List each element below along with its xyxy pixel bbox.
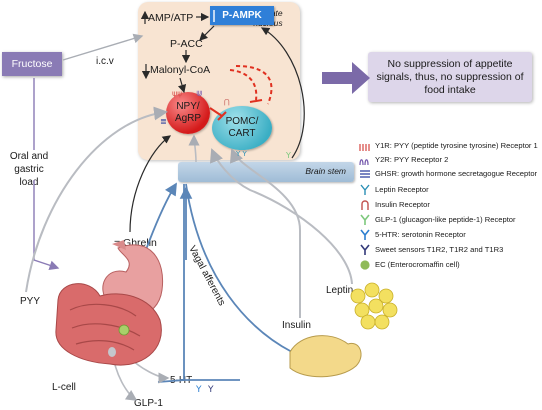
p-acc-label: P-ACC — [170, 38, 203, 50]
svg-text:≣: ≣ — [160, 117, 167, 126]
legend-item-leptin: Leptin Receptor — [358, 184, 429, 196]
icv-arrow — [62, 33, 144, 61]
svg-text:Y Y: Y Y — [235, 150, 248, 158]
legend-text-y1r: Y1R: PYY (peptide tyrosine tyrosine) Rec… — [375, 141, 538, 150]
svg-text:⋓: ⋓ — [196, 89, 203, 98]
leptin-arrow — [209, 148, 353, 285]
amp-atp-label: AMP/ATP — [148, 12, 194, 24]
inhibit-to-npy-dashed-2 — [235, 65, 273, 105]
y2r-receptor-icon — [359, 159, 369, 166]
svg-text:ψψ: ψψ — [172, 89, 183, 98]
pyy-label: PYY — [20, 296, 41, 307]
fructose-box: Fructose — [2, 52, 62, 76]
p-ampk-box: P-AMPK — [210, 6, 274, 25]
npy-to-pomc-inhibit — [209, 107, 223, 117]
oral-gastric-load-label: Oral and gastric load — [9, 151, 49, 188]
malonyl-coa-label: Malonyl-CoA — [150, 64, 211, 76]
icv-label: i.c.v — [96, 56, 114, 67]
receptor-glyphs: ψψ ≣ ⋓ ⋂ Y Y Y Y Y — [160, 89, 291, 395]
brainstem-to-pampk-arrow — [260, 27, 305, 159]
legend-item-5htr: 5-HTR: serotonin Receptor — [358, 229, 466, 241]
vagal-afferent-line-2 — [185, 183, 293, 353]
leptin-label: Leptin — [326, 285, 354, 296]
legend-item-insulin: Insulin Receptor — [358, 199, 430, 211]
svg-text:Y: Y — [195, 385, 202, 395]
legend-item-ec: EC (Enterocromaffin cell) — [358, 259, 460, 271]
legend-item-y2r: Y2R: PYY Receptor 2 — [358, 154, 448, 166]
outcome-box: No suppression of appetite signals, thus… — [368, 52, 532, 102]
legend-item-glp1: GLP-1 (glucagon-like peptide-1) Receptor — [358, 214, 516, 226]
y1r-receptor-icon — [359, 144, 370, 151]
leptin-receptor-icon — [360, 184, 370, 195]
malonyl-to-npy-arrow — [177, 77, 187, 94]
npy-agrp-label: NPY/ AgRP — [174, 101, 202, 124]
legend-text-ec: EC (Enterocromaffin cell) — [375, 260, 460, 269]
brain-stem-label: Brain stem — [305, 166, 346, 176]
ghsr-receptor-icon — [360, 170, 370, 178]
outcome-text: No suppression of appetite signals, thus… — [376, 57, 524, 96]
legend-text-sweet-sensors: Sweet sensors T1R2, T1R2 and T1R3 — [375, 245, 504, 254]
pancreas-icon — [289, 335, 362, 378]
legend-item-sweet-sensors: Sweet sensors T1R2, T1R2 and T1R3 — [358, 244, 503, 256]
legend-text-5htr: 5-HTR: serotonin Receptor — [375, 230, 466, 239]
svg-text:⋂: ⋂ — [224, 98, 230, 106]
insulin-receptor-icon — [361, 200, 369, 210]
pomc-cart-neuron: POMC/ CART — [212, 106, 272, 150]
intestines-icon — [55, 283, 162, 366]
ghrelin-arrow — [129, 135, 171, 233]
outcome-arrow — [322, 62, 370, 94]
svg-text:Y: Y — [207, 385, 214, 395]
legend-text-y2r: Y2R: PYY Receptor 2 — [375, 155, 449, 164]
legend-text-leptin: Leptin Receptor — [375, 185, 429, 194]
5htr-receptor-icon — [360, 229, 370, 240]
insulin-label: Insulin — [282, 320, 311, 331]
pyy-arrow — [25, 106, 168, 293]
oral-load-arrow — [33, 78, 58, 268]
legend-item-y1r: Y1R: PYY (peptide tyrosine tyrosine) Rec… — [358, 140, 538, 152]
sweet-sensor-icon — [360, 244, 370, 255]
glp1-label: GLP-1 — [134, 398, 163, 409]
inhibit-to-npy-dashed — [229, 69, 258, 101]
svg-text:Y: Y — [285, 151, 291, 160]
ec-cell-icon — [360, 260, 370, 270]
legend-item-ghsr: GHSR: growth hormone secretagogue Recept… — [358, 168, 537, 180]
brainstem-to-npy-arrow — [188, 134, 200, 163]
glp1-receptor-icon — [360, 214, 370, 225]
pomc-cart-label: POMC/ CART — [225, 116, 259, 139]
pampk-to-pacc-arrow — [199, 25, 215, 41]
legend-text-ghsr: GHSR: growth hormone secretagogue Recept… — [375, 169, 538, 178]
npy-agrp-neuron: NPY/ AgRP — [166, 92, 210, 134]
legend-text-insulin: Insulin Receptor — [375, 200, 430, 209]
l-cell-label: L-cell — [52, 382, 76, 393]
adipose-tissue-icon — [350, 282, 398, 330]
legend-text-glp1: GLP-1 (glucagon-like peptide-1) Receptor — [375, 215, 516, 224]
insulin-arrow — [229, 148, 301, 318]
